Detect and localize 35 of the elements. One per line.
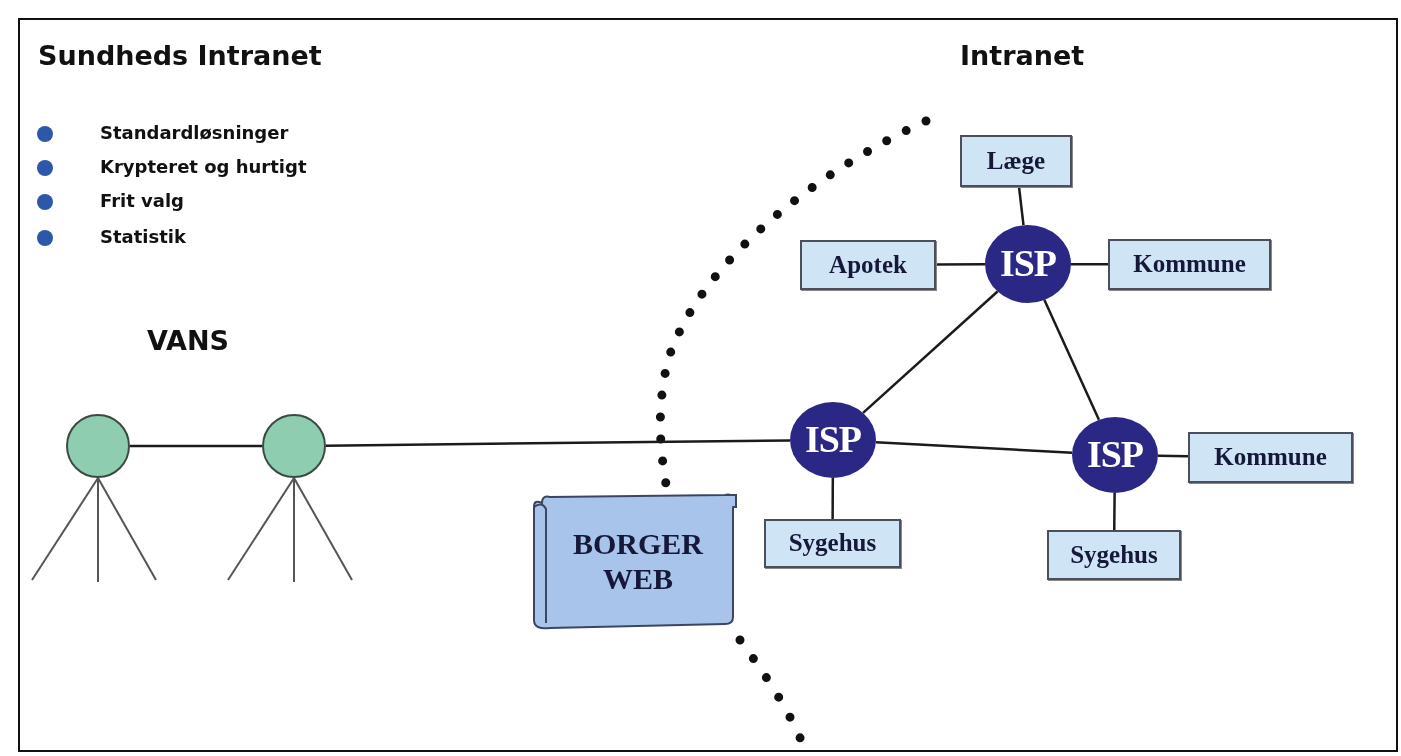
site-box: [1047, 530, 1181, 580]
antenna-node: [262, 414, 326, 478]
bullet-text: Frit valg: [100, 190, 184, 211]
bullet-text: Krypteret og hurtigt: [100, 156, 307, 177]
antenna-node: [66, 414, 130, 478]
node-label: ISP: [804, 418, 862, 462]
node-label: ISP: [999, 242, 1057, 286]
site-box: [1108, 239, 1271, 290]
connector-line: [326, 439, 790, 447]
section-heading: VANS: [147, 325, 229, 356]
connector-line: [862, 290, 999, 414]
node-label: Kommune: [1133, 250, 1246, 279]
node-label: Læge: [986, 146, 1046, 176]
connector-line: [875, 441, 1073, 454]
site-box: [1188, 432, 1353, 483]
site-box: [960, 135, 1072, 187]
site-box: [764, 519, 901, 568]
connector-line: [936, 263, 985, 266]
diagram-title: Sundheds Intranet: [38, 40, 322, 71]
node-label: Kommune: [1214, 443, 1327, 472]
node-label: Sygehus: [1070, 540, 1158, 570]
connector-line: [1043, 299, 1101, 421]
bullet-text: Statistik: [100, 226, 186, 247]
connector-line: [1113, 493, 1116, 530]
node-label: ISP: [1086, 433, 1144, 477]
bullet-text: Standardløsninger: [100, 122, 289, 143]
connector-line: [1071, 262, 1108, 266]
connector-line: [1157, 454, 1188, 458]
connector-line: [831, 478, 835, 519]
connector-line: [130, 444, 262, 448]
node-label: Apotek: [829, 250, 907, 280]
connector-line: [1017, 186, 1025, 226]
site-box: [800, 240, 936, 290]
section-heading: Intranet: [960, 40, 1085, 71]
node-label: Sygehus: [788, 529, 877, 558]
